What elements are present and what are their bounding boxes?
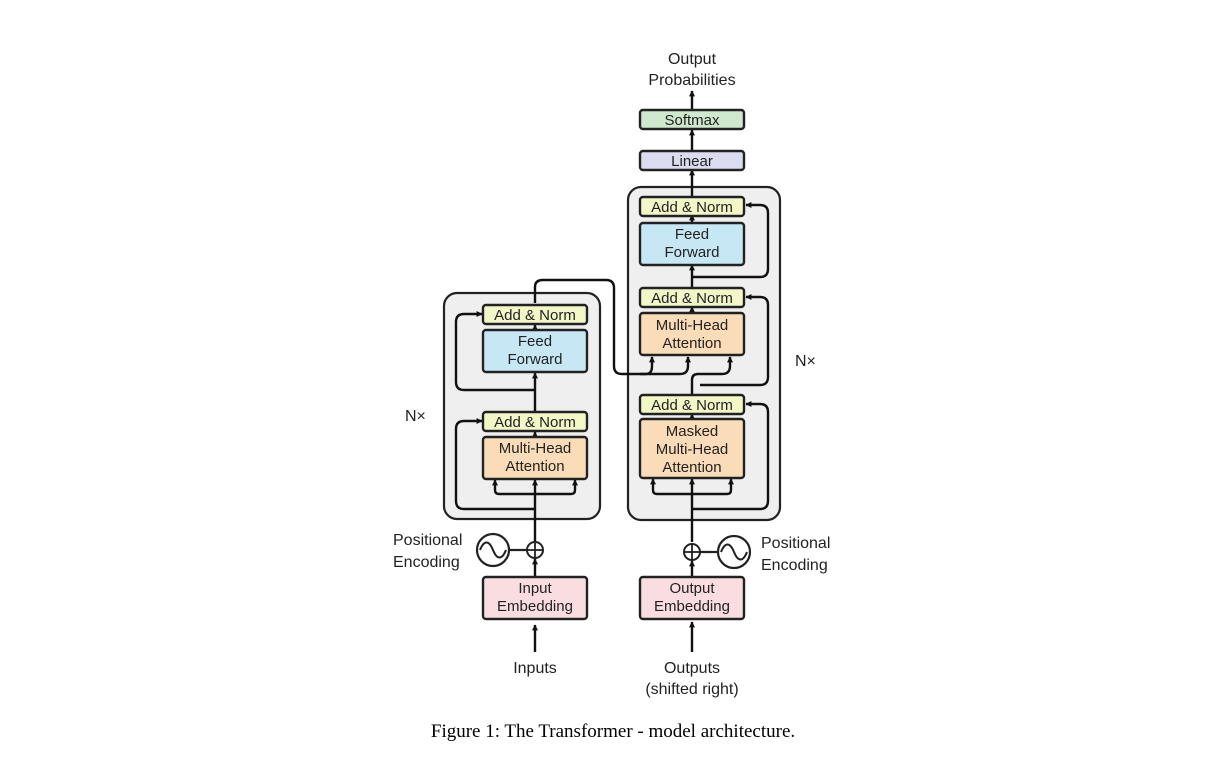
encoder-wires bbox=[454, 278, 691, 652]
encoder-addnorm-2: Add & Norm bbox=[481, 303, 589, 326]
encoder-positional-encoding-icon bbox=[475, 532, 527, 568]
decoder-addnorm-3-label: Add & Norm bbox=[651, 199, 733, 216]
encoder-feed-forward: Feed Forward bbox=[481, 328, 589, 374]
encoder-addnorm-2-label: Add & Norm bbox=[494, 307, 576, 324]
decoder-cross-attn-line2: Attention bbox=[662, 335, 721, 352]
encoder-attn-line2: Attention bbox=[505, 458, 564, 475]
encoder-positional-line1: Positional bbox=[393, 532, 462, 549]
encoder-ff-line2: Forward bbox=[507, 351, 562, 368]
decoder-positional-line1: Positional bbox=[761, 535, 830, 552]
figure-caption: Figure 1: The Transformer - model archit… bbox=[431, 721, 795, 742]
decoder-masked-attention: Masked Multi-Head Attention bbox=[638, 417, 746, 480]
decoder-masked-line1: Masked bbox=[666, 423, 719, 440]
decoder-ff-line2: Forward bbox=[664, 244, 719, 261]
outputs-label-line1: Outputs bbox=[664, 660, 720, 677]
decoder-softmax: Softmax bbox=[638, 108, 746, 131]
decoder-emb-line1: Output bbox=[669, 580, 715, 597]
decoder-addnorm-2: Add & Norm bbox=[638, 286, 746, 309]
decoder-cross-attn-line1: Multi-Head bbox=[656, 317, 729, 334]
decoder-addnorm-1: Add & Norm bbox=[638, 393, 746, 416]
decoder-positional-encoding-icon bbox=[700, 534, 752, 570]
encoder-stack bbox=[442, 291, 602, 521]
decoder-linear: Linear bbox=[638, 149, 746, 172]
softmax-label: Softmax bbox=[664, 112, 720, 129]
inputs-label: Inputs bbox=[513, 660, 557, 677]
encoder-ff-line1: Feed bbox=[518, 333, 552, 350]
encoder-input-embedding: Input Embedding bbox=[481, 575, 589, 621]
decoder-feed-forward: Feed Forward bbox=[638, 221, 746, 267]
decoder-nx-label: N× bbox=[795, 353, 816, 370]
decoder-positional-line2: Encoding bbox=[761, 557, 828, 574]
encoder-positional-line2: Encoding bbox=[393, 554, 460, 571]
decoder-wires bbox=[650, 90, 770, 652]
encoder-addnorm-1-label: Add & Norm bbox=[494, 414, 576, 431]
encoder-emb-line2: Embedding bbox=[497, 598, 573, 615]
encoder-nx-label: N× bbox=[405, 408, 426, 425]
decoder-addnorm-2-label: Add & Norm bbox=[651, 290, 733, 307]
output-probabilities-line2: Probabilities bbox=[648, 72, 735, 89]
encoder-add-icon bbox=[526, 541, 544, 559]
decoder-output-embedding: Output Embedding bbox=[638, 575, 746, 621]
decoder-emb-line2: Embedding bbox=[654, 598, 730, 615]
encoder-addnorm-1: Add & Norm bbox=[481, 410, 589, 433]
decoder-cross-attention: Multi-Head Attention bbox=[638, 311, 746, 357]
encoder-multi-head-attention: Multi-Head Attention bbox=[481, 435, 589, 481]
decoder-masked-line2: Multi-Head bbox=[656, 441, 729, 458]
decoder-addnorm-1-label: Add & Norm bbox=[651, 397, 733, 414]
output-probabilities-line1: Output bbox=[668, 51, 717, 68]
outputs-label-line2: (shifted right) bbox=[645, 681, 738, 698]
encoder-emb-line1: Input bbox=[518, 580, 552, 597]
decoder-add-icon bbox=[683, 543, 701, 561]
decoder-addnorm-3: Add & Norm bbox=[638, 195, 746, 218]
decoder-ff-line1: Feed bbox=[675, 226, 709, 243]
encoder-attn-line1: Multi-Head bbox=[499, 440, 572, 457]
linear-label: Linear bbox=[671, 153, 713, 170]
decoder-masked-line3: Attention bbox=[662, 459, 721, 476]
